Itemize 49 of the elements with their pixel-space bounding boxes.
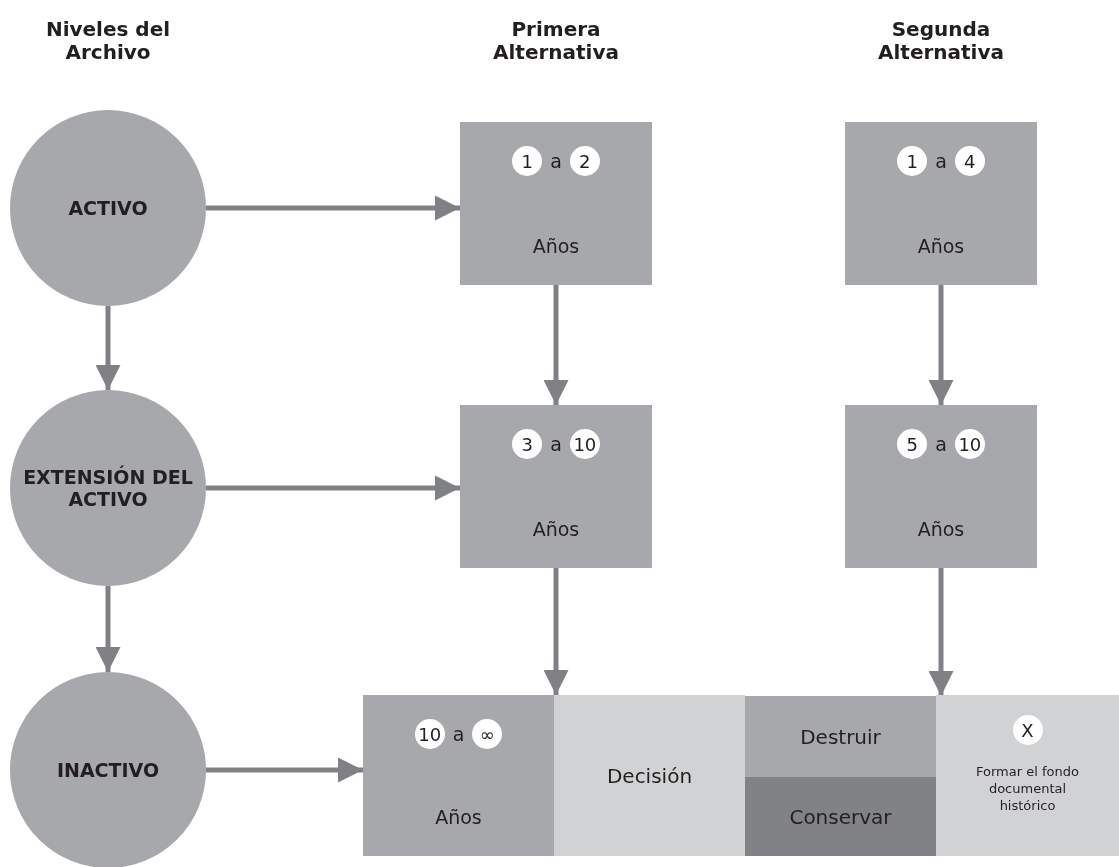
circled-number: 1 (512, 146, 543, 176)
period-box (745, 777, 936, 856)
action-text: Destruir (799, 724, 882, 749)
circled-number: 10 (954, 429, 985, 459)
circled-number: 10 (569, 429, 600, 459)
unit-text: Años (917, 235, 965, 257)
level-name: INACTIVO (55, 759, 161, 781)
circled-number: 2 (569, 146, 600, 176)
range-word: a (935, 433, 947, 455)
arrow (206, 475, 460, 501)
action-text: Decisión (605, 763, 694, 788)
level-name: EXTENSIÓN DEL ACTIVO (22, 466, 194, 510)
range-word: a (935, 150, 947, 172)
period-box (460, 122, 652, 285)
arrow (928, 568, 954, 696)
unit-text: Años (435, 806, 482, 828)
period-box (936, 695, 1119, 856)
circled-letter: X (1012, 715, 1043, 745)
circled-number: ∞ (472, 719, 503, 749)
arrow (206, 195, 460, 221)
arrow (95, 306, 121, 390)
range-word: a (452, 723, 465, 745)
circled-number: 4 (954, 146, 985, 176)
circled-number: 10 (414, 719, 445, 749)
range-word: a (550, 150, 562, 172)
arrow (543, 285, 569, 405)
column-heading: Niveles del Archivo (44, 18, 172, 64)
arrow (928, 285, 954, 405)
period-box (363, 695, 554, 856)
unit-text: Años (917, 518, 965, 540)
action-text: Conservar (788, 804, 893, 829)
period-box (460, 405, 652, 568)
range-word: a (550, 433, 562, 455)
period-box (845, 405, 1037, 568)
period-box (845, 122, 1037, 285)
circled-number: 5 (897, 429, 928, 459)
level-name: ACTIVO (67, 197, 149, 219)
arrow (543, 568, 569, 695)
action-text: Formar el fondo documental histórico (975, 763, 1080, 814)
circled-number: 1 (897, 146, 928, 176)
column-heading: Segunda Alternativa (877, 18, 1005, 64)
unit-text: Años (532, 235, 580, 257)
arrow (206, 757, 363, 783)
unit-text: Años (532, 518, 580, 540)
period-box (554, 695, 745, 856)
arrow (95, 586, 121, 672)
column-heading: Primera Alternativa (492, 18, 620, 64)
circled-number: 3 (512, 429, 543, 459)
period-box (745, 696, 936, 777)
